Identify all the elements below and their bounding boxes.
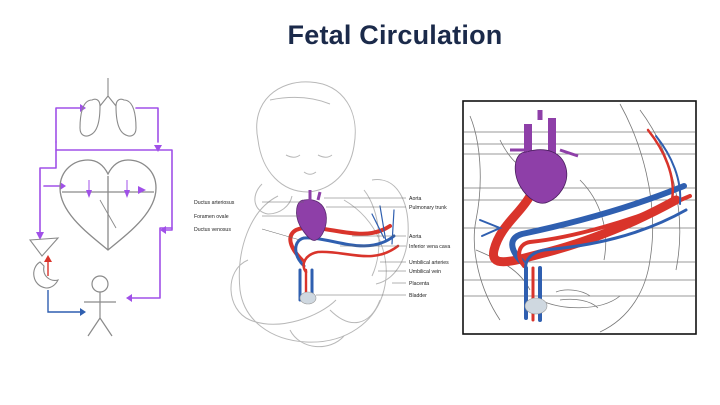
label-aorta-lower: Aorta (409, 234, 422, 240)
label-aorta-top: Aorta (409, 196, 422, 202)
label-ductus-arteriosus: Ductus arteriosus (194, 200, 235, 206)
label-placenta: Placenta (409, 281, 429, 287)
crescent-icon (33, 261, 60, 289)
closeup-heart-icon (514, 149, 568, 204)
label-umbilical-vein: Umbilical vein (409, 269, 441, 275)
slide-title: Fetal Circulation (287, 20, 503, 50)
stick-figure-icon (84, 275, 116, 337)
label-foramen-ovale: Foramen ovale (194, 214, 229, 220)
placenta-triangle-icon (28, 237, 60, 257)
label-bladder: Bladder (409, 293, 427, 299)
fetal-heart-icon (296, 199, 327, 241)
label-pulmonary-trunk: Pulmonary trunk (409, 205, 447, 211)
label-umbilical-arteries: Umbilical arteries (409, 260, 449, 266)
closeup-bladder-icon (524, 297, 548, 315)
bladder-icon (299, 291, 317, 305)
label-ductus-venosus: Ductus venosus (194, 227, 231, 233)
lungs-icon (79, 78, 137, 137)
label-inferior-vena-cava: Inferior vena cava (409, 244, 450, 250)
